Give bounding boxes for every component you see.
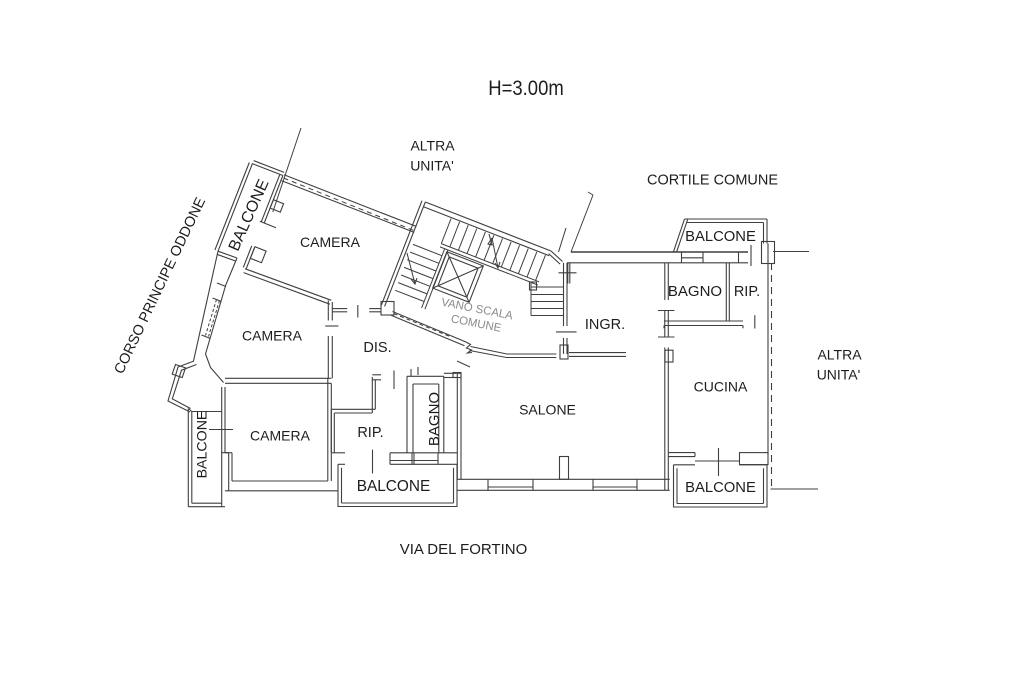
svg-text:CAMERA: CAMERA [250,428,311,444]
svg-text:CAMERA: CAMERA [242,328,303,344]
svg-text:CAMERA: CAMERA [300,234,361,250]
svg-text:BALCONE: BALCONE [357,478,431,495]
svg-text:CORTILE COMUNE: CORTILE COMUNE [647,172,778,188]
svg-text:DIS.: DIS. [363,340,391,356]
svg-text:UNITA': UNITA' [410,158,454,174]
svg-text:INGR.: INGR. [585,317,625,333]
svg-text:BALCONE: BALCONE [685,229,756,245]
svg-text:BAGNO: BAGNO [668,283,722,300]
svg-text:CUCINA: CUCINA [694,379,748,395]
svg-text:BAGNO: BAGNO [426,392,443,446]
svg-text:BALCONE: BALCONE [685,480,756,496]
svg-text:VIA DEL FORTINO: VIA DEL FORTINO [400,541,528,558]
svg-text:RIP.: RIP. [734,284,760,300]
svg-text:ALTRA: ALTRA [817,347,862,363]
svg-text:SALONE: SALONE [519,402,576,418]
svg-text:RIP.: RIP. [357,425,383,441]
svg-text:BALCONE: BALCONE [194,411,210,479]
svg-text:ALTRA: ALTRA [410,138,455,154]
svg-text:H=3.00m: H=3.00m [488,77,563,100]
svg-text:UNITA': UNITA' [817,367,861,383]
